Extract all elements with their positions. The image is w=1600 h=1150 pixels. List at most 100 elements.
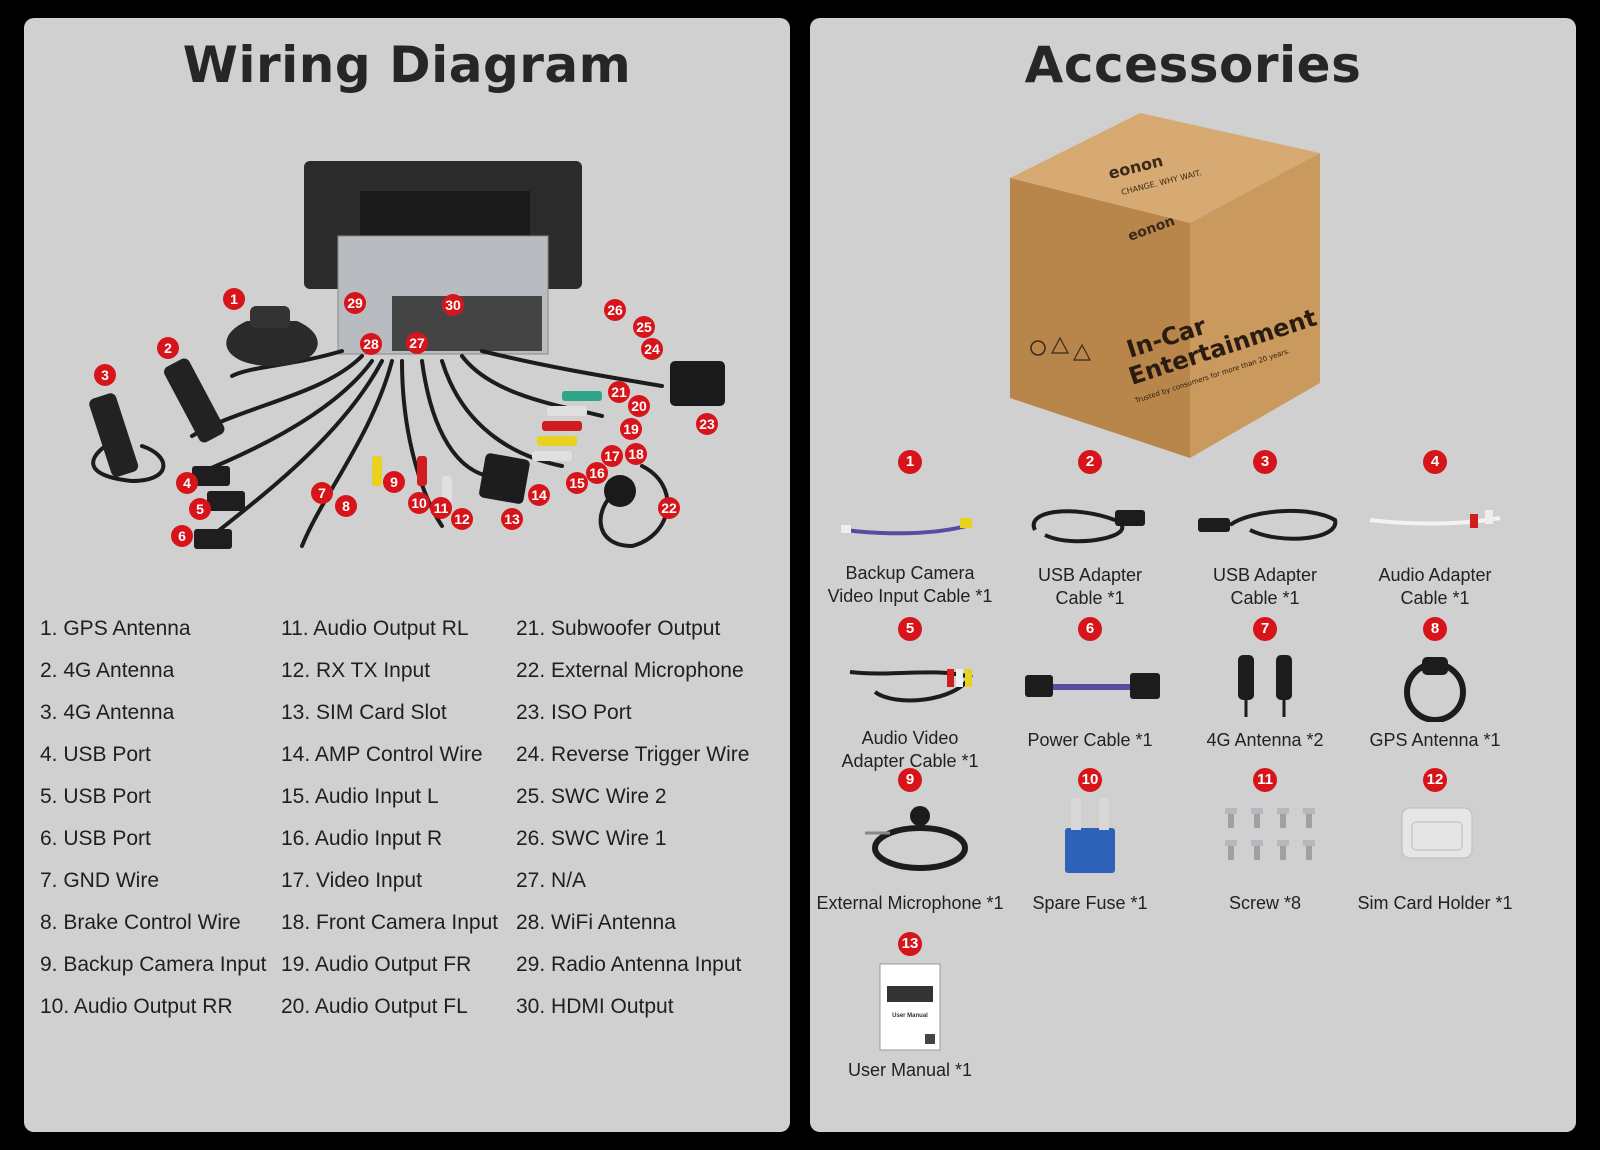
accessory-label-line1: Audio Adapter xyxy=(1378,565,1492,585)
callout-badge-number: 8 xyxy=(342,498,350,514)
legend-item: 28. WiFi Antenna xyxy=(516,911,676,934)
callout-badge: 19 xyxy=(620,418,642,440)
callout-badge-number: 17 xyxy=(604,448,620,464)
legend-item: 14. AMP Control Wire xyxy=(281,743,483,766)
gps-antenna-shape xyxy=(226,321,318,366)
callout-badge-circle xyxy=(430,497,452,519)
rca-connectors xyxy=(372,391,602,504)
callout-badge-circle xyxy=(696,413,718,435)
screw-head xyxy=(1251,840,1263,846)
legend-item: 22. External Microphone xyxy=(516,659,744,682)
legend-column-3: 21. Subwoofer Output 22. External Microph… xyxy=(516,608,749,1028)
callout-badge: 20 xyxy=(628,395,650,417)
accessory-label-line1: User Manual *1 xyxy=(847,1060,973,1080)
spare-fuse-icon xyxy=(1065,798,1115,873)
legend-item: 3. 4G Antenna xyxy=(40,701,175,724)
accessory-label-line1: Sim Card Holder *1 xyxy=(1357,893,1513,913)
legend-item: 1. GPS Antenna xyxy=(40,617,191,640)
callout-badge-circle xyxy=(620,418,642,440)
accessory-label-line1: GPS Antenna *1 xyxy=(1369,730,1501,750)
accessory-label-line1: 4G Antenna *2 xyxy=(1206,730,1324,750)
iso-connector xyxy=(670,361,725,406)
callout-badge: 21 xyxy=(608,381,630,403)
accessory-label-line1: Screw *8 xyxy=(1228,893,1302,913)
callout-badge: 30 xyxy=(442,294,464,316)
callout-badge-number: 2 xyxy=(164,340,172,356)
accessory-badge: 5 xyxy=(898,617,922,641)
callout-badge-circle xyxy=(223,288,245,310)
product-box-illustration: eonon CHANGE. WHY WAIT. eonon In-Car Ent… xyxy=(1010,113,1320,458)
accessory-label-line1: Spare Fuse *1 xyxy=(1032,893,1148,913)
accessory-label-line1: Power Cable *1 xyxy=(1027,730,1153,750)
callout-badge-circle xyxy=(383,471,405,493)
accessories-title: Accessories xyxy=(1024,36,1362,94)
legend-item: 27. N/A xyxy=(516,869,587,892)
accessory-label-line2: Cable *1 xyxy=(1230,588,1300,608)
accessory-label-line1: External Microphone *1 xyxy=(816,893,1004,913)
accessory-label-line2: Video Input Cable *1 xyxy=(827,586,993,606)
callout-badge-circle xyxy=(658,497,680,519)
legend-item: 12. RX TX Input xyxy=(281,659,431,682)
screw-shaft xyxy=(1280,814,1286,828)
user-manual-icon: User Manual xyxy=(879,963,941,1051)
callout-badge: 4 xyxy=(176,472,198,494)
callout-badge-number: 15 xyxy=(569,475,585,491)
accessory-label-line2: Cable *1 xyxy=(1055,588,1125,608)
accessories-panel: Accessories eonon CHANGE. WHY WAIT. eono… xyxy=(810,18,1576,1132)
callout-badge: 23 xyxy=(696,413,718,435)
callout-badge: 18 xyxy=(625,443,647,465)
gps-antenna-icon xyxy=(1404,657,1466,722)
screw-head xyxy=(1251,808,1263,814)
recycle-icon xyxy=(1030,340,1046,356)
callout-badge-circle xyxy=(528,484,550,506)
legend-item: 23. ISO Port xyxy=(516,701,632,724)
legend-item: 11. Audio Output RL xyxy=(281,617,469,640)
callout-badge: 10 xyxy=(408,492,430,514)
callout-badge-circle xyxy=(501,508,523,530)
legend-item: 9. Backup Camera Input xyxy=(40,953,267,976)
recycle-triangle-icon xyxy=(1051,336,1069,354)
callout-badge-circle xyxy=(451,508,473,530)
legend-item: 16. Audio Input R xyxy=(281,827,443,850)
callout-badge-number: 26 xyxy=(607,302,623,318)
legend-item: 20. Audio Output FL xyxy=(281,995,468,1018)
legend-item: 6. USB Port xyxy=(40,827,151,850)
accessory-badge: 11 xyxy=(1253,768,1277,792)
callout-badge-number: 29 xyxy=(347,295,363,311)
callout-badge-number: 5 xyxy=(196,501,204,517)
callout-badge-circle xyxy=(408,492,430,514)
callout-badge: 24 xyxy=(641,338,663,360)
callout-badge: 15 xyxy=(566,472,588,494)
callout-badge-number: 18 xyxy=(628,446,644,462)
callout-badge-circle xyxy=(335,495,357,517)
callout-badge-number: 28 xyxy=(363,336,379,352)
callout-badge-number: 3 xyxy=(101,367,109,383)
accessory-badge: 7 xyxy=(1253,617,1277,641)
callout-badge-number: 4 xyxy=(183,475,191,491)
accessory-badge: 10 xyxy=(1078,768,1102,792)
legend-item: 24. Reverse Trigger Wire xyxy=(516,743,750,766)
callout-badge-number: 16 xyxy=(589,465,605,481)
callout-badge: 28 xyxy=(360,333,382,355)
accessory-label-line2: Adapter Cable *1 xyxy=(841,751,979,771)
screw-head xyxy=(1277,840,1289,846)
legend-item: 18. Front Camera Input xyxy=(281,911,499,934)
legend-item: 4. USB Port xyxy=(40,743,151,766)
callout-badge: 22 xyxy=(658,497,680,519)
power-cable-icon xyxy=(1025,673,1160,699)
callout-badge-circle xyxy=(189,498,211,520)
callout-badge-circle xyxy=(360,333,382,355)
usb-adapter-cable-icon xyxy=(1031,509,1145,544)
callout-badge-circle xyxy=(171,525,193,547)
callout-badge-circle xyxy=(566,472,588,494)
screw-head xyxy=(1303,808,1315,814)
legend-item: 21. Subwoofer Output xyxy=(516,617,721,640)
manual-cover-title: User Manual xyxy=(892,1013,928,1019)
callout-badge-number: 27 xyxy=(409,335,425,351)
callout-badge: 11 xyxy=(430,497,452,519)
screw-shaft xyxy=(1306,846,1312,860)
wiring-diagram-title: Wiring Diagram xyxy=(182,36,632,94)
